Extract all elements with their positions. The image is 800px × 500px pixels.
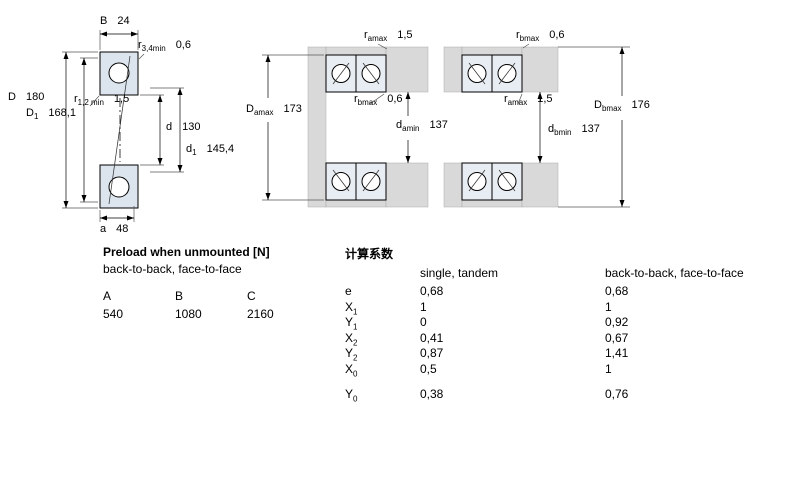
abutment-middle-bearings (325, 54, 387, 201)
preload-table-value-row: 540 1080 2160 (103, 307, 319, 322)
single-bearing-arrowheads (63, 31, 183, 221)
preload-col-a: A (103, 289, 112, 303)
abutment-middle-arrowheads (265, 55, 411, 200)
preload-col-b: B (175, 289, 184, 303)
abutment-right-arrowheads (537, 47, 625, 207)
single-bearing-section (99, 51, 139, 209)
factors-row-e: e 0,68 0,68 (345, 284, 629, 298)
preload-col-c: C (247, 289, 256, 303)
preload-table-subtitle: back-to-back, face-to-face (103, 262, 242, 276)
factors-row-x1: X1 1 1 (345, 299, 612, 316)
contact-angle-line (108, 55, 131, 205)
factors-table: e 0,68 0,68 X1 1 1 Y1 0 0,92 X2 0,41 0,6… (345, 284, 628, 402)
factors-col1-header: single, tandem (420, 266, 499, 280)
abutment-middle-gray (307, 46, 429, 208)
preload-table-header-row: A B C (103, 289, 319, 304)
contact-lines (468, 62, 516, 192)
preload-value-b: 1080 (175, 307, 202, 321)
abutment-right-bearings (461, 54, 523, 201)
factors-row-x0: X0 0,5 1 (345, 361, 612, 379)
preload-table-title: Preload when unmounted [N] (103, 245, 270, 259)
abutment-right-dimensions (517, 43, 630, 208)
factors-row-y0: Y0 0,38 0,76 (345, 386, 629, 403)
factors-col2-header: back-to-back, face-to-face (605, 266, 744, 280)
factors-row-y2: Y2 0,87 1,41 (345, 346, 629, 363)
preload-value-c: 2160 (247, 307, 274, 321)
factors-row-x2: X2 0,41 0,67 (345, 330, 629, 348)
preload-value-a: 540 (103, 307, 124, 321)
contact-lines (332, 62, 380, 192)
factors-table-title: 计算系数 (345, 247, 394, 261)
factors-row-y1: Y1 0 0,92 (345, 315, 629, 332)
